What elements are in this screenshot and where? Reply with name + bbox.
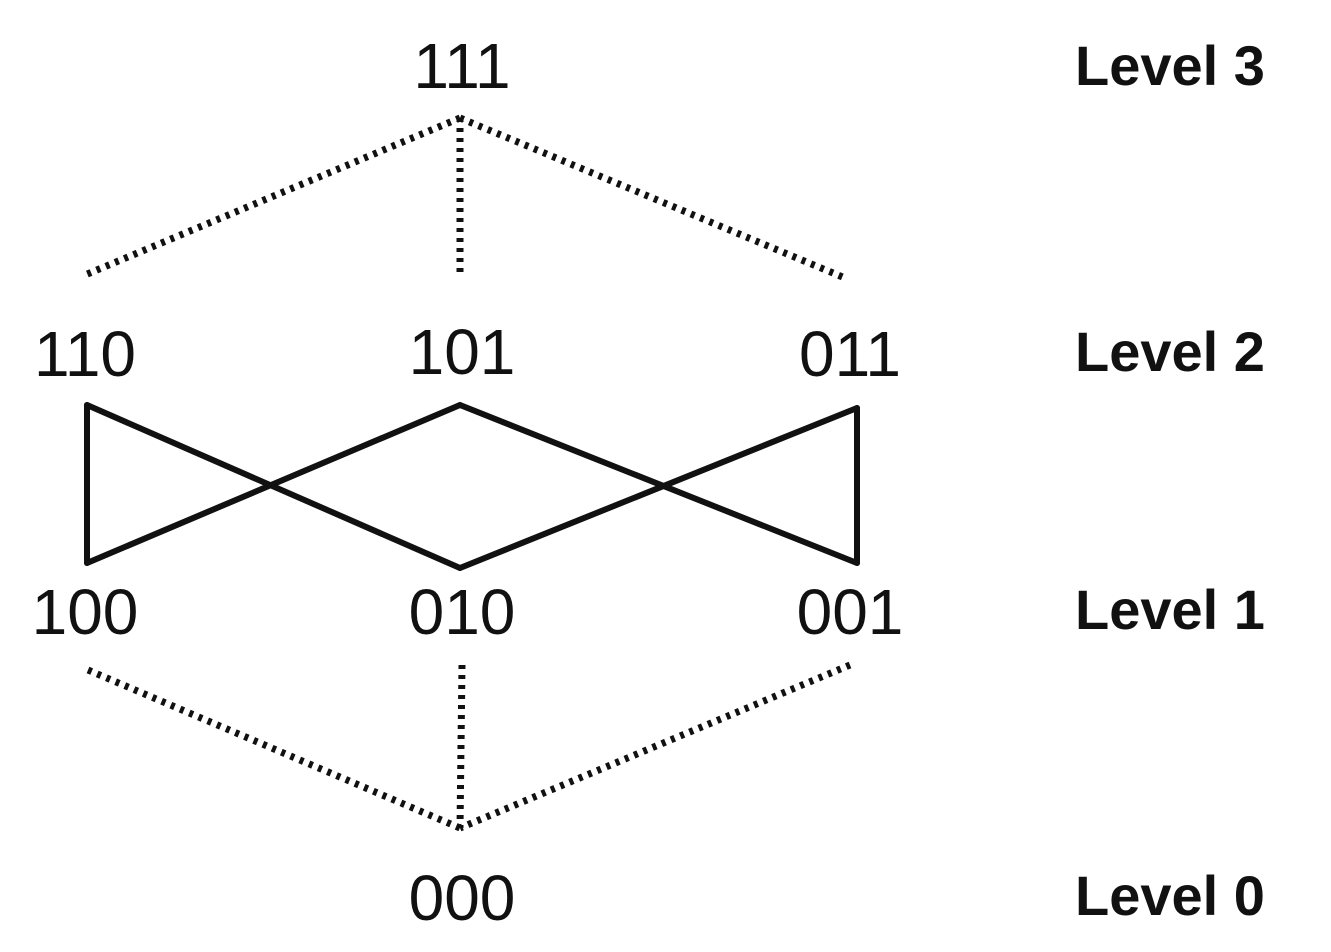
node-101: 101: [408, 316, 516, 388]
node-111: 111: [413, 30, 511, 102]
node-000: 000: [408, 862, 516, 934]
level-0-label: Level 0: [1075, 864, 1265, 927]
edge-010-000: [456, 664, 466, 829]
edge-111-011: [458, 114, 847, 282]
edge-011-010: [457, 405, 860, 571]
node-010: 010: [408, 576, 516, 648]
edge-111-110: [83, 114, 462, 279]
level-2-label: Level 2: [1075, 320, 1265, 383]
level-1-label: Level 1: [1075, 578, 1265, 641]
level-3-label: Level 3: [1075, 34, 1265, 97]
edge-101-100: [84, 402, 463, 566]
edge-100-000: [86, 666, 462, 832]
edge-101-001: [457, 402, 860, 566]
edge-001-000: [458, 661, 852, 832]
node-011: 011: [798, 318, 902, 390]
node-110: 110: [33, 318, 137, 390]
node-001: 001: [796, 576, 904, 648]
node-100: 100: [31, 576, 139, 648]
